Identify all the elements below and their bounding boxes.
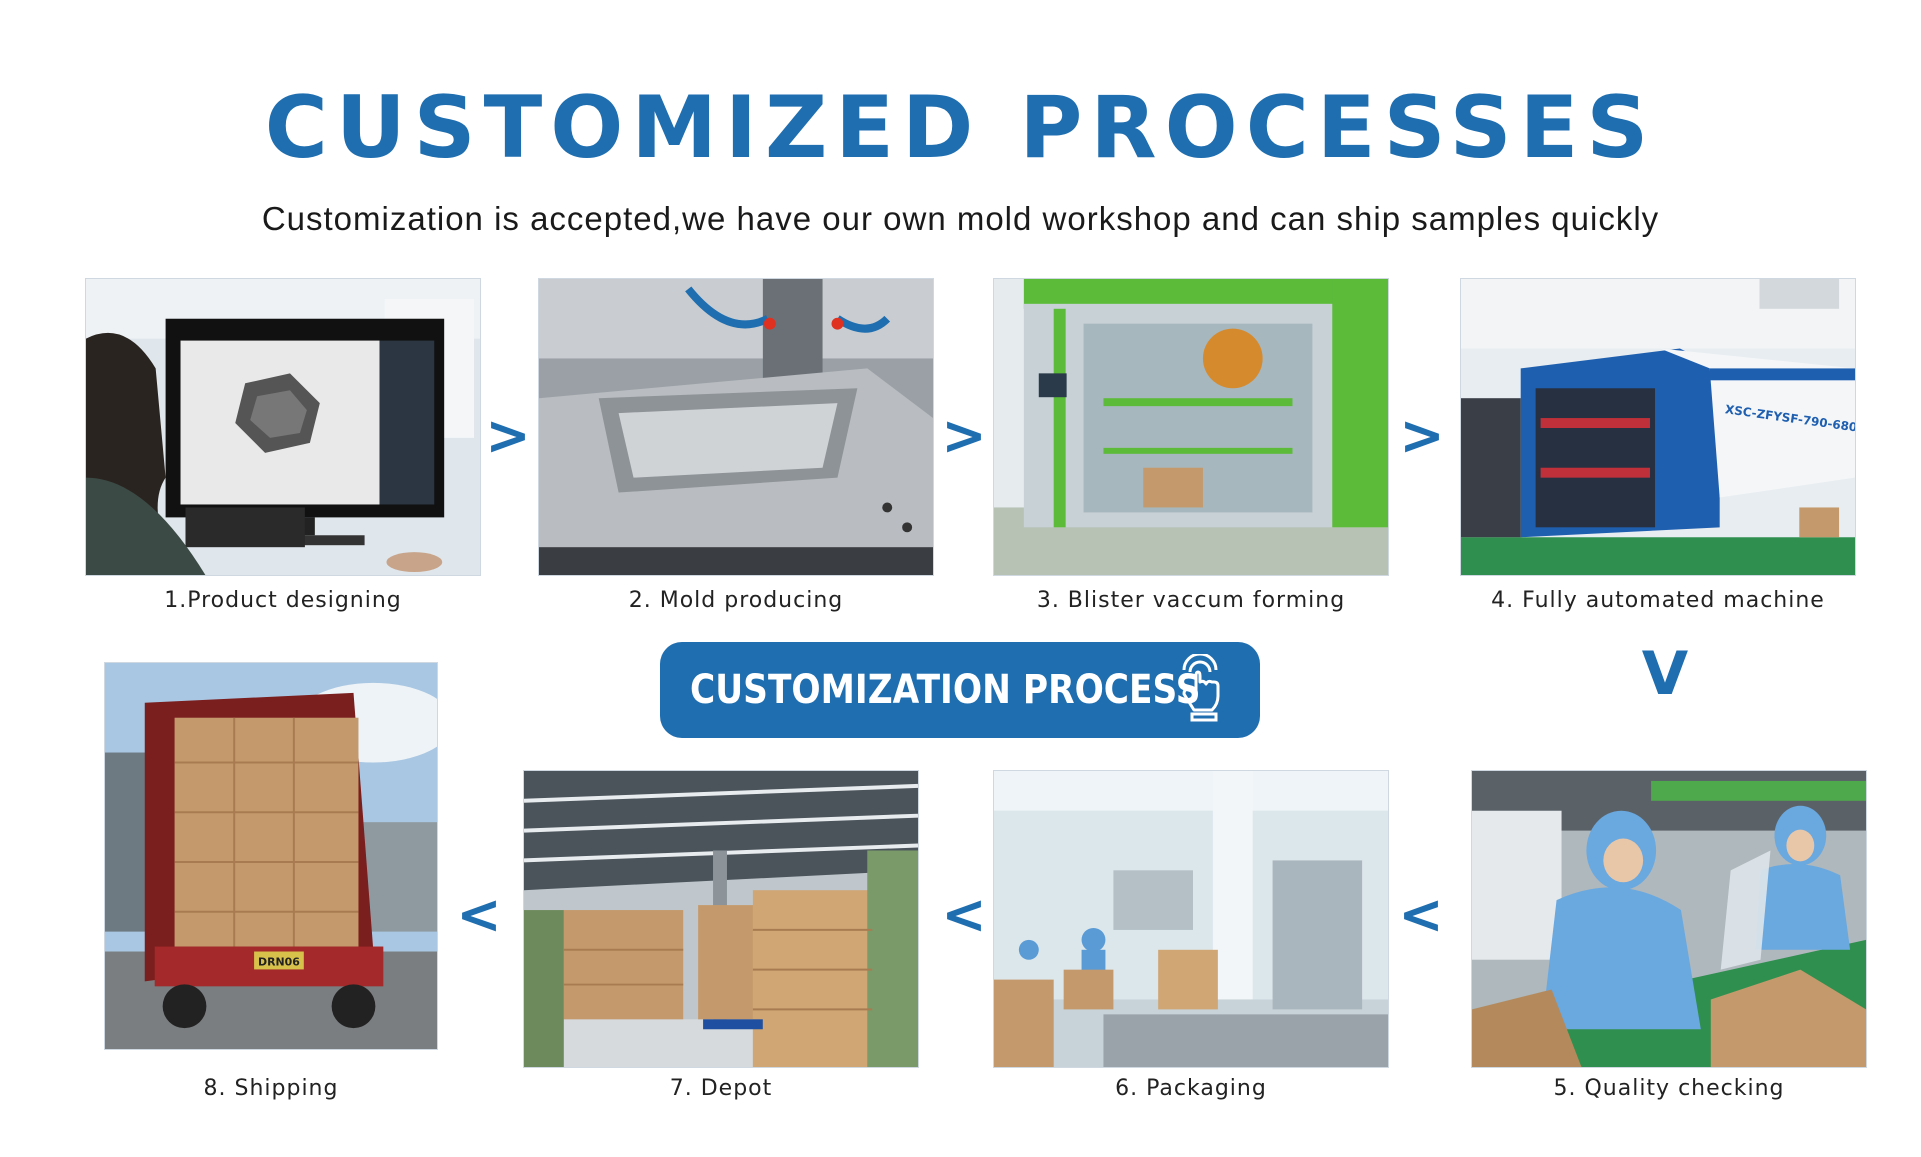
arrow-left-1: < xyxy=(456,883,502,946)
caption-step-6: 6. Packaging xyxy=(1115,1076,1267,1101)
badge-label: CUSTOMIZATION PROCESS xyxy=(690,667,1201,713)
arrow-right-2: > xyxy=(941,404,987,467)
arrow-down: V xyxy=(1641,639,1689,709)
photo-depot xyxy=(523,770,919,1068)
arrow-right-3: > xyxy=(1399,404,1445,467)
photo-mold-producing xyxy=(538,278,934,576)
plate-label: DRN06 xyxy=(258,955,300,968)
photo-automated-machine: XSC-ZFYSF-790-680 xyxy=(1460,278,1856,576)
photo-packaging xyxy=(993,770,1389,1068)
page-subtitle: Customization is accepted,we have our ow… xyxy=(261,200,1660,237)
page-title: CUSTOMIZED PROCESSES xyxy=(264,78,1657,178)
caption-step-1: 1.Product designing xyxy=(164,588,402,613)
hand-touch-icon xyxy=(1182,654,1220,722)
photo-blister-forming xyxy=(993,278,1389,576)
caption-step-4: 4. Fully automated machine xyxy=(1491,588,1825,613)
arrow-left-2: < xyxy=(941,883,987,946)
caption-step-7: 7. Depot xyxy=(669,1076,773,1101)
caption-step-2: 2. Mold producing xyxy=(628,588,844,613)
photo-shipping: DRN06 xyxy=(104,662,438,1050)
photo-quality-checking xyxy=(1471,770,1867,1068)
photo-product-designing xyxy=(85,278,481,576)
caption-step-5: 5. Quality checking xyxy=(1553,1076,1785,1101)
arrow-right-1: > xyxy=(485,404,531,467)
caption-step-8: 8. Shipping xyxy=(203,1076,339,1101)
caption-step-3: 3. Blister vaccum forming xyxy=(1036,588,1346,613)
arrow-left-3: < xyxy=(1398,883,1444,946)
customization-process-badge: CUSTOMIZATION PROCESS xyxy=(660,642,1260,738)
